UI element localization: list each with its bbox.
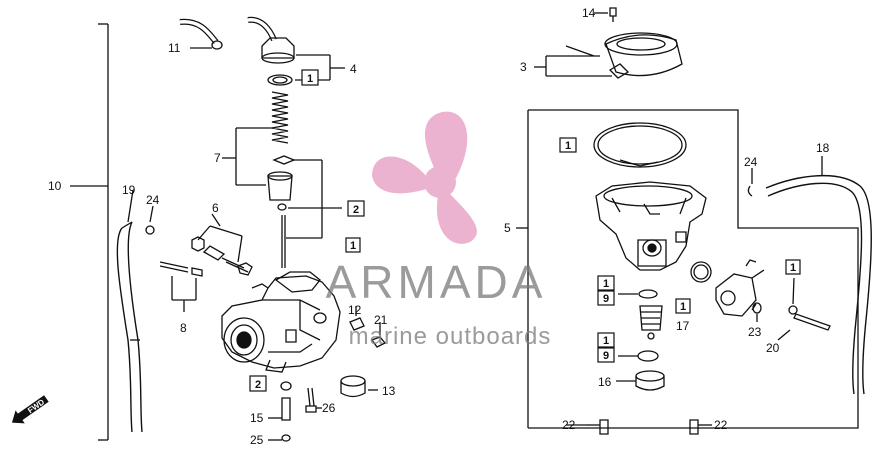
callout-22-left: 22 — [562, 418, 576, 432]
throttle-spring-needle-7 — [222, 91, 342, 268]
callout-25: 25 — [250, 433, 264, 447]
ref-box-1-cap: 1 — [307, 73, 313, 85]
watermark-logo-icon — [372, 111, 477, 244]
ref-box-2-needle: 2 — [353, 204, 359, 216]
callout-8: 8 — [180, 321, 187, 335]
callout-20: 20 — [766, 341, 780, 355]
callout-3: 3 — [520, 60, 527, 74]
callout-15: 15 — [250, 411, 264, 425]
o-ring-float — [690, 261, 712, 283]
callout-17: 17 — [676, 319, 690, 333]
tube-11 — [179, 18, 223, 50]
callout-24-right: 24 — [744, 155, 758, 169]
ref-box-1-ring: 1 — [350, 240, 356, 252]
drain-plug-17 — [639, 305, 663, 340]
callout-10: 10 — [48, 179, 62, 193]
jet-holder-15 — [268, 381, 292, 421]
cap-13 — [340, 375, 378, 398]
callout-26: 26 — [322, 401, 336, 415]
screw-20 — [777, 313, 831, 341]
ref-box-1-right: 1 — [790, 262, 796, 274]
ref-box-1-lower: 1 — [603, 335, 609, 347]
float-chamber-bracket-5 — [516, 109, 859, 429]
pilot-screw-set-6 — [191, 213, 253, 276]
ref-box-1-gasket: 1 — [565, 140, 571, 152]
o-ring-9-lower — [618, 350, 659, 362]
screw-14 — [594, 7, 617, 22]
float-chamber-gasket — [593, 122, 687, 168]
screw-set-8 — [159, 261, 203, 312]
ref-box-2-holder: 2 — [255, 379, 261, 391]
ref-box-9-upper: 9 — [603, 293, 609, 305]
callout-6: 6 — [212, 201, 219, 215]
assembly-bracket-10 — [70, 23, 109, 441]
float-chamber — [595, 181, 707, 271]
fuel-valve-assembly — [715, 259, 765, 317]
callout-23: 23 — [748, 325, 762, 339]
needle-jet-26 — [305, 387, 322, 413]
ref-box-9-lower: 9 — [603, 350, 609, 362]
fuel-hose-18 — [765, 156, 872, 395]
watermark-tagline: marine outboards — [349, 323, 552, 350]
jet-21 — [370, 322, 387, 348]
callout-5: 5 — [504, 221, 511, 235]
air-cover-3 — [534, 32, 683, 79]
watermark-brand: ARMADA — [326, 256, 547, 308]
callout-13: 13 — [382, 384, 396, 398]
main-jet-12 — [349, 306, 365, 331]
callout-16: 16 — [598, 375, 612, 389]
callout-21: 21 — [374, 313, 388, 327]
bolt-22-left — [586, 419, 609, 435]
ref-box-1-plug: 1 — [680, 301, 686, 313]
callout-7: 7 — [214, 151, 221, 165]
cap-4 — [247, 16, 345, 86]
o-ring-9-upper — [618, 289, 658, 299]
carburetor-body — [221, 271, 341, 373]
fwd-arrow-icon: FWD — [11, 395, 49, 424]
callout-24-left: 24 — [146, 193, 160, 207]
o-ring-right — [788, 277, 798, 315]
clip-24-right — [747, 168, 753, 197]
bolt-22-right — [689, 419, 712, 435]
callout-22-right: 22 — [714, 418, 728, 432]
clip-24-left — [145, 205, 155, 235]
callout-19: 19 — [122, 183, 136, 197]
fuel-hose-19 — [116, 189, 143, 433]
callout-12: 12 — [348, 303, 362, 317]
callout-4: 4 — [350, 62, 357, 76]
callout-11: 11 — [168, 41, 181, 55]
screw-25 — [268, 434, 291, 442]
callout-14: 14 — [582, 6, 596, 20]
callout-18: 18 — [816, 141, 830, 155]
ref-box-1-upper: 1 — [603, 278, 609, 290]
plug-16 — [616, 370, 665, 391]
